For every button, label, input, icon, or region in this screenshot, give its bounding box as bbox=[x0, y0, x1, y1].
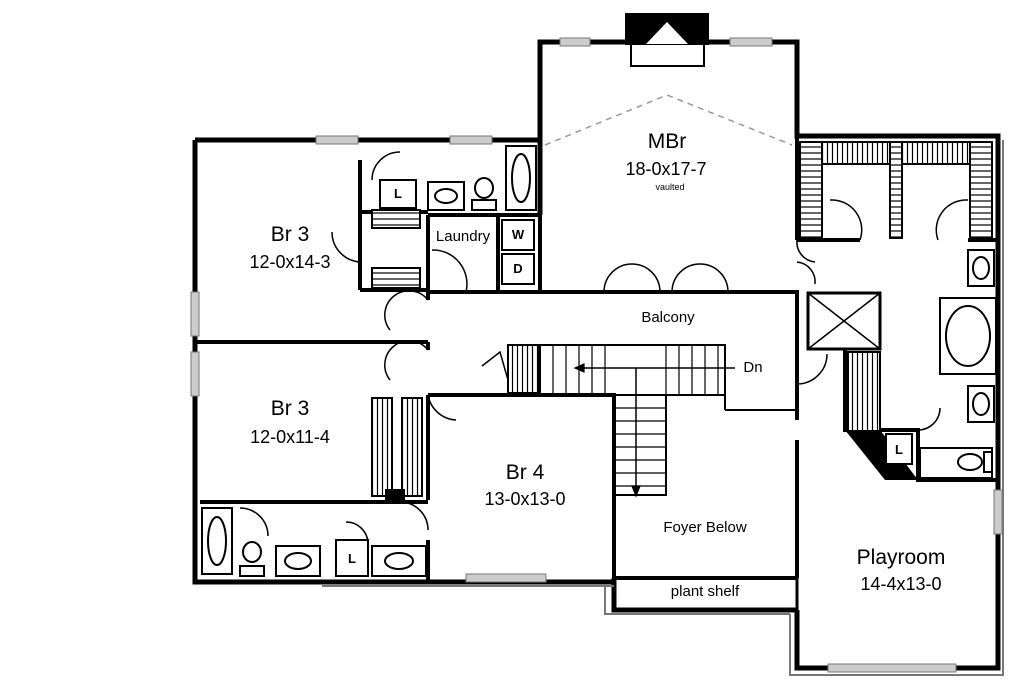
br3-bottom-name: Br 3 bbox=[270, 397, 310, 420]
shower bbox=[806, 291, 882, 351]
walk-in-closets bbox=[799, 141, 993, 239]
br4-dims: 13-0x13-0 bbox=[484, 489, 566, 509]
mbr-note: vaulted bbox=[655, 182, 685, 192]
washer-dryer bbox=[501, 219, 535, 285]
washer-label: W bbox=[511, 227, 525, 242]
br3-top-dims: 12-0x14-3 bbox=[249, 252, 331, 272]
playroom-name: Playroom bbox=[856, 546, 946, 569]
linen-label-master: L bbox=[895, 442, 903, 457]
br3-bottom-dims: 12-0x11-4 bbox=[250, 427, 330, 447]
foyer-label: Foyer Below bbox=[663, 519, 747, 536]
master-sinks bbox=[967, 249, 995, 423]
master-tub bbox=[939, 297, 997, 375]
mbr-dims: 18-0x17-7 bbox=[625, 159, 707, 179]
playroom-dims: 14-4x13-0 bbox=[860, 574, 942, 594]
br4-name: Br 4 bbox=[505, 461, 545, 484]
balcony-label: Balcony bbox=[641, 309, 695, 326]
windows bbox=[190, 37, 1003, 673]
br3-top-name: Br 3 bbox=[270, 223, 310, 246]
master-corner-fill bbox=[845, 430, 918, 480]
vault-lines bbox=[544, 94, 793, 146]
plant-shelf-label: plant shelf bbox=[670, 583, 740, 600]
wall-shadow bbox=[322, 140, 1004, 676]
dryer-label: D bbox=[513, 261, 523, 276]
bath-top bbox=[427, 145, 537, 211]
chimney bbox=[625, 13, 709, 67]
bath-bottom bbox=[201, 507, 427, 577]
mbr-name: MBr bbox=[647, 130, 687, 153]
door-swings bbox=[239, 151, 969, 545]
stairs bbox=[539, 344, 735, 498]
laundry-label: Laundry bbox=[435, 228, 491, 245]
linen-label-bottom: L bbox=[348, 551, 356, 566]
linen-boxes bbox=[379, 179, 913, 465]
master-toilet bbox=[919, 447, 993, 479]
linen-label-top: L bbox=[394, 186, 402, 201]
closets-left bbox=[371, 209, 881, 503]
stair-down-label: Dn bbox=[743, 359, 763, 376]
